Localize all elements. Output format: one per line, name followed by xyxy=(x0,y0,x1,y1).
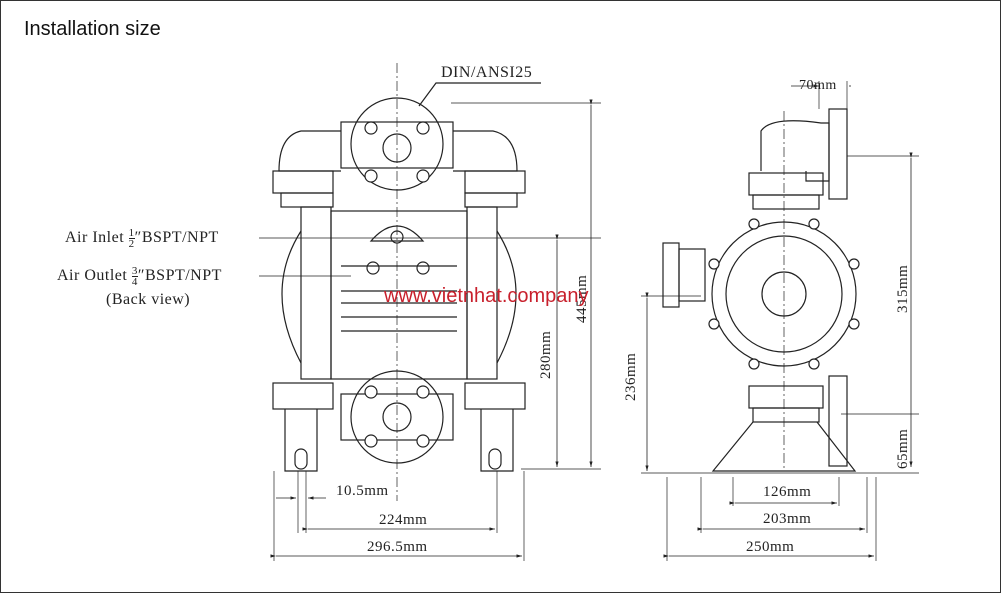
air-inlet-den: 2 xyxy=(128,238,135,250)
dim-base-total: 250mm xyxy=(746,539,795,555)
watermark: www.vietnhat.company xyxy=(384,285,589,307)
flange-label: DIN/ANSI25 xyxy=(441,64,533,81)
dim-bolt-offset: 10.5mm xyxy=(336,483,389,499)
page-title: Installation size xyxy=(24,18,161,40)
air-inlet-text: Air Inlet xyxy=(65,229,125,247)
air-outlet-den: 4 xyxy=(131,276,138,288)
dim-base-mount: 203mm xyxy=(763,511,812,527)
dim-total-width: 296.5mm xyxy=(367,539,428,555)
air-inlet-thread: ″BSPT/NPT xyxy=(134,229,219,247)
air-outlet-text: Air Outlet xyxy=(57,267,128,285)
side-view xyxy=(641,81,919,561)
dim-mount-width: 224mm xyxy=(379,512,428,528)
dim-inlet-height: 280mm xyxy=(538,330,554,379)
air-outlet-thread: ″BSPT/NPT xyxy=(137,267,222,285)
front-view xyxy=(259,63,601,561)
air-outlet-num: 3 xyxy=(131,265,138,277)
dim-flange-depth: 70mm xyxy=(799,78,837,93)
back-view-note: (Back view) xyxy=(106,291,191,308)
dim-base-inner: 126mm xyxy=(763,484,812,500)
dim-outlet-height: 315mm xyxy=(895,264,911,313)
dim-center-height: 236mm xyxy=(623,352,639,401)
dim-inlet-height-side: 65mm xyxy=(895,428,911,469)
air-inlet-num: 1 xyxy=(128,227,135,239)
